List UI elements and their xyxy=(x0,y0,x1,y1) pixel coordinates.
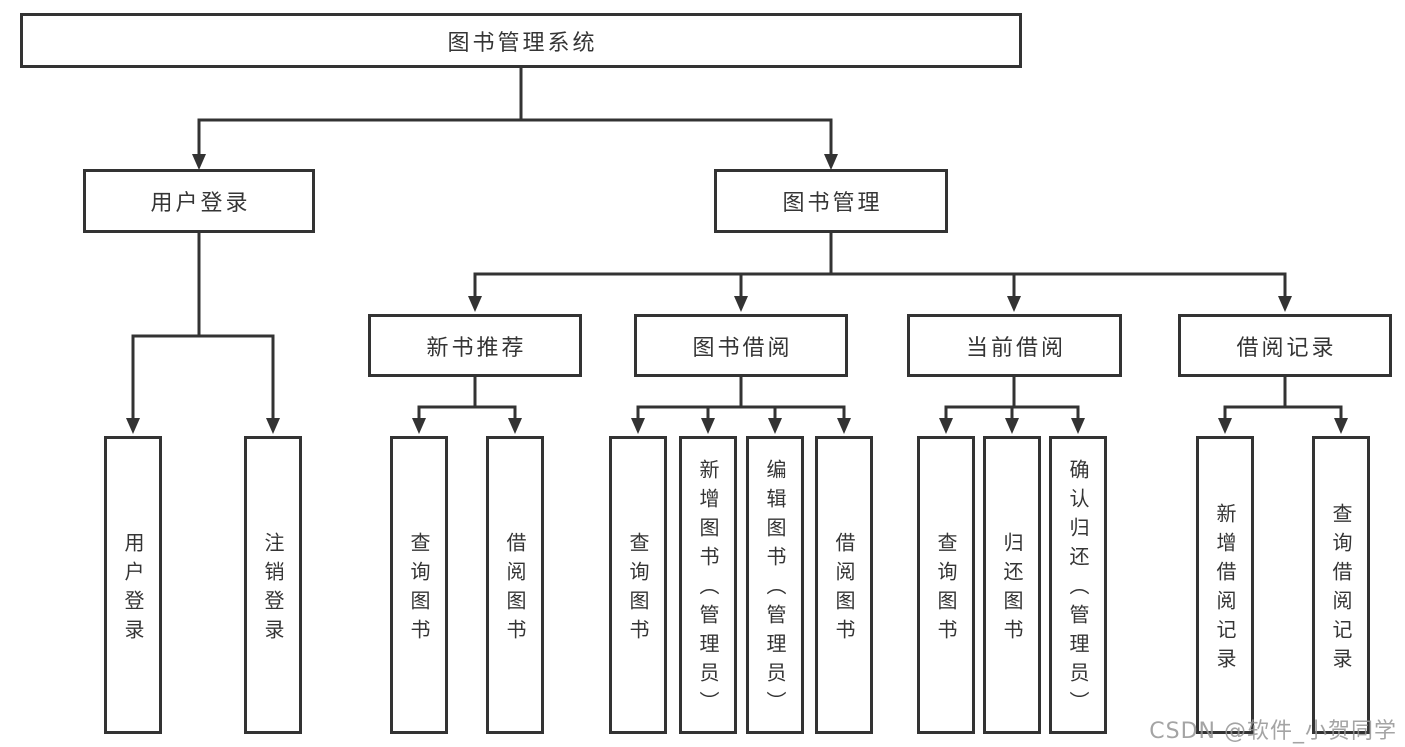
leaf-query-books-recommendation: 查询图书 xyxy=(390,436,448,734)
leaf-edit-book-admin: 编辑图书（管理员） xyxy=(746,436,804,734)
leaf-label: 借阅图书 xyxy=(503,531,527,648)
leaf-label: 编辑图书（管理员） xyxy=(763,459,787,720)
node-label: 新书推荐 xyxy=(426,335,527,361)
node-label: 借阅记录 xyxy=(1236,335,1337,361)
leaf-borrow-books-recommendation: 借阅图书 xyxy=(486,436,544,734)
arrowheads xyxy=(126,154,1348,434)
node-label: 用户登录 xyxy=(150,191,251,216)
node-label: 图书管理系统 xyxy=(447,30,598,56)
node-book-borrowing: 图书借阅 xyxy=(634,314,848,377)
leaf-label: 用户登录 xyxy=(121,531,145,648)
leaf-confirm-return-admin: 确认归还（管理员） xyxy=(1049,436,1107,734)
leaf-query-books-current: 查询图书 xyxy=(917,436,975,734)
leaf-query-borrow-record: 查询借阅记录 xyxy=(1312,436,1370,734)
node-current-borrowing: 当前借阅 xyxy=(907,314,1122,377)
node-label: 图书借阅 xyxy=(692,335,793,361)
leaf-borrow-books-borrowing: 借阅图书 xyxy=(815,436,873,734)
watermark: CSDN @软件_小贺同学 xyxy=(1149,719,1397,744)
leaf-return-books: 归还图书 xyxy=(983,436,1041,734)
leaf-label: 查询借阅记录 xyxy=(1329,502,1353,677)
leaf-add-borrow-record: 新增借阅记录 xyxy=(1196,436,1254,734)
leaf-label: 查询图书 xyxy=(626,531,650,648)
node-new-book-recommendation: 新书推荐 xyxy=(368,314,582,377)
leaf-label: 注销登录 xyxy=(261,531,285,648)
node-label: 当前借阅 xyxy=(965,335,1066,361)
leaf-query-books-borrowing: 查询图书 xyxy=(609,436,667,734)
leaf-user-login: 用户登录 xyxy=(104,436,162,734)
node-label: 图书管理 xyxy=(782,191,883,216)
leaf-label: 查询图书 xyxy=(934,531,958,648)
node-borrowing-records: 借阅记录 xyxy=(1178,314,1392,377)
leaf-label: 新增借阅记录 xyxy=(1213,502,1237,677)
node-library-management-system: 图书管理系统 xyxy=(20,13,1022,68)
leaf-add-book-admin: 新增图书（管理员） xyxy=(679,436,737,734)
leaf-label: 归还图书 xyxy=(1000,531,1024,648)
leaf-label: 确认归还（管理员） xyxy=(1066,459,1090,720)
node-user-login: 用户登录 xyxy=(83,169,315,233)
node-book-management: 图书管理 xyxy=(714,169,948,233)
leaf-label: 借阅图书 xyxy=(832,531,856,648)
leaf-logout: 注销登录 xyxy=(244,436,302,734)
leaf-label: 新增图书（管理员） xyxy=(696,459,720,720)
leaf-label: 查询图书 xyxy=(407,531,431,648)
